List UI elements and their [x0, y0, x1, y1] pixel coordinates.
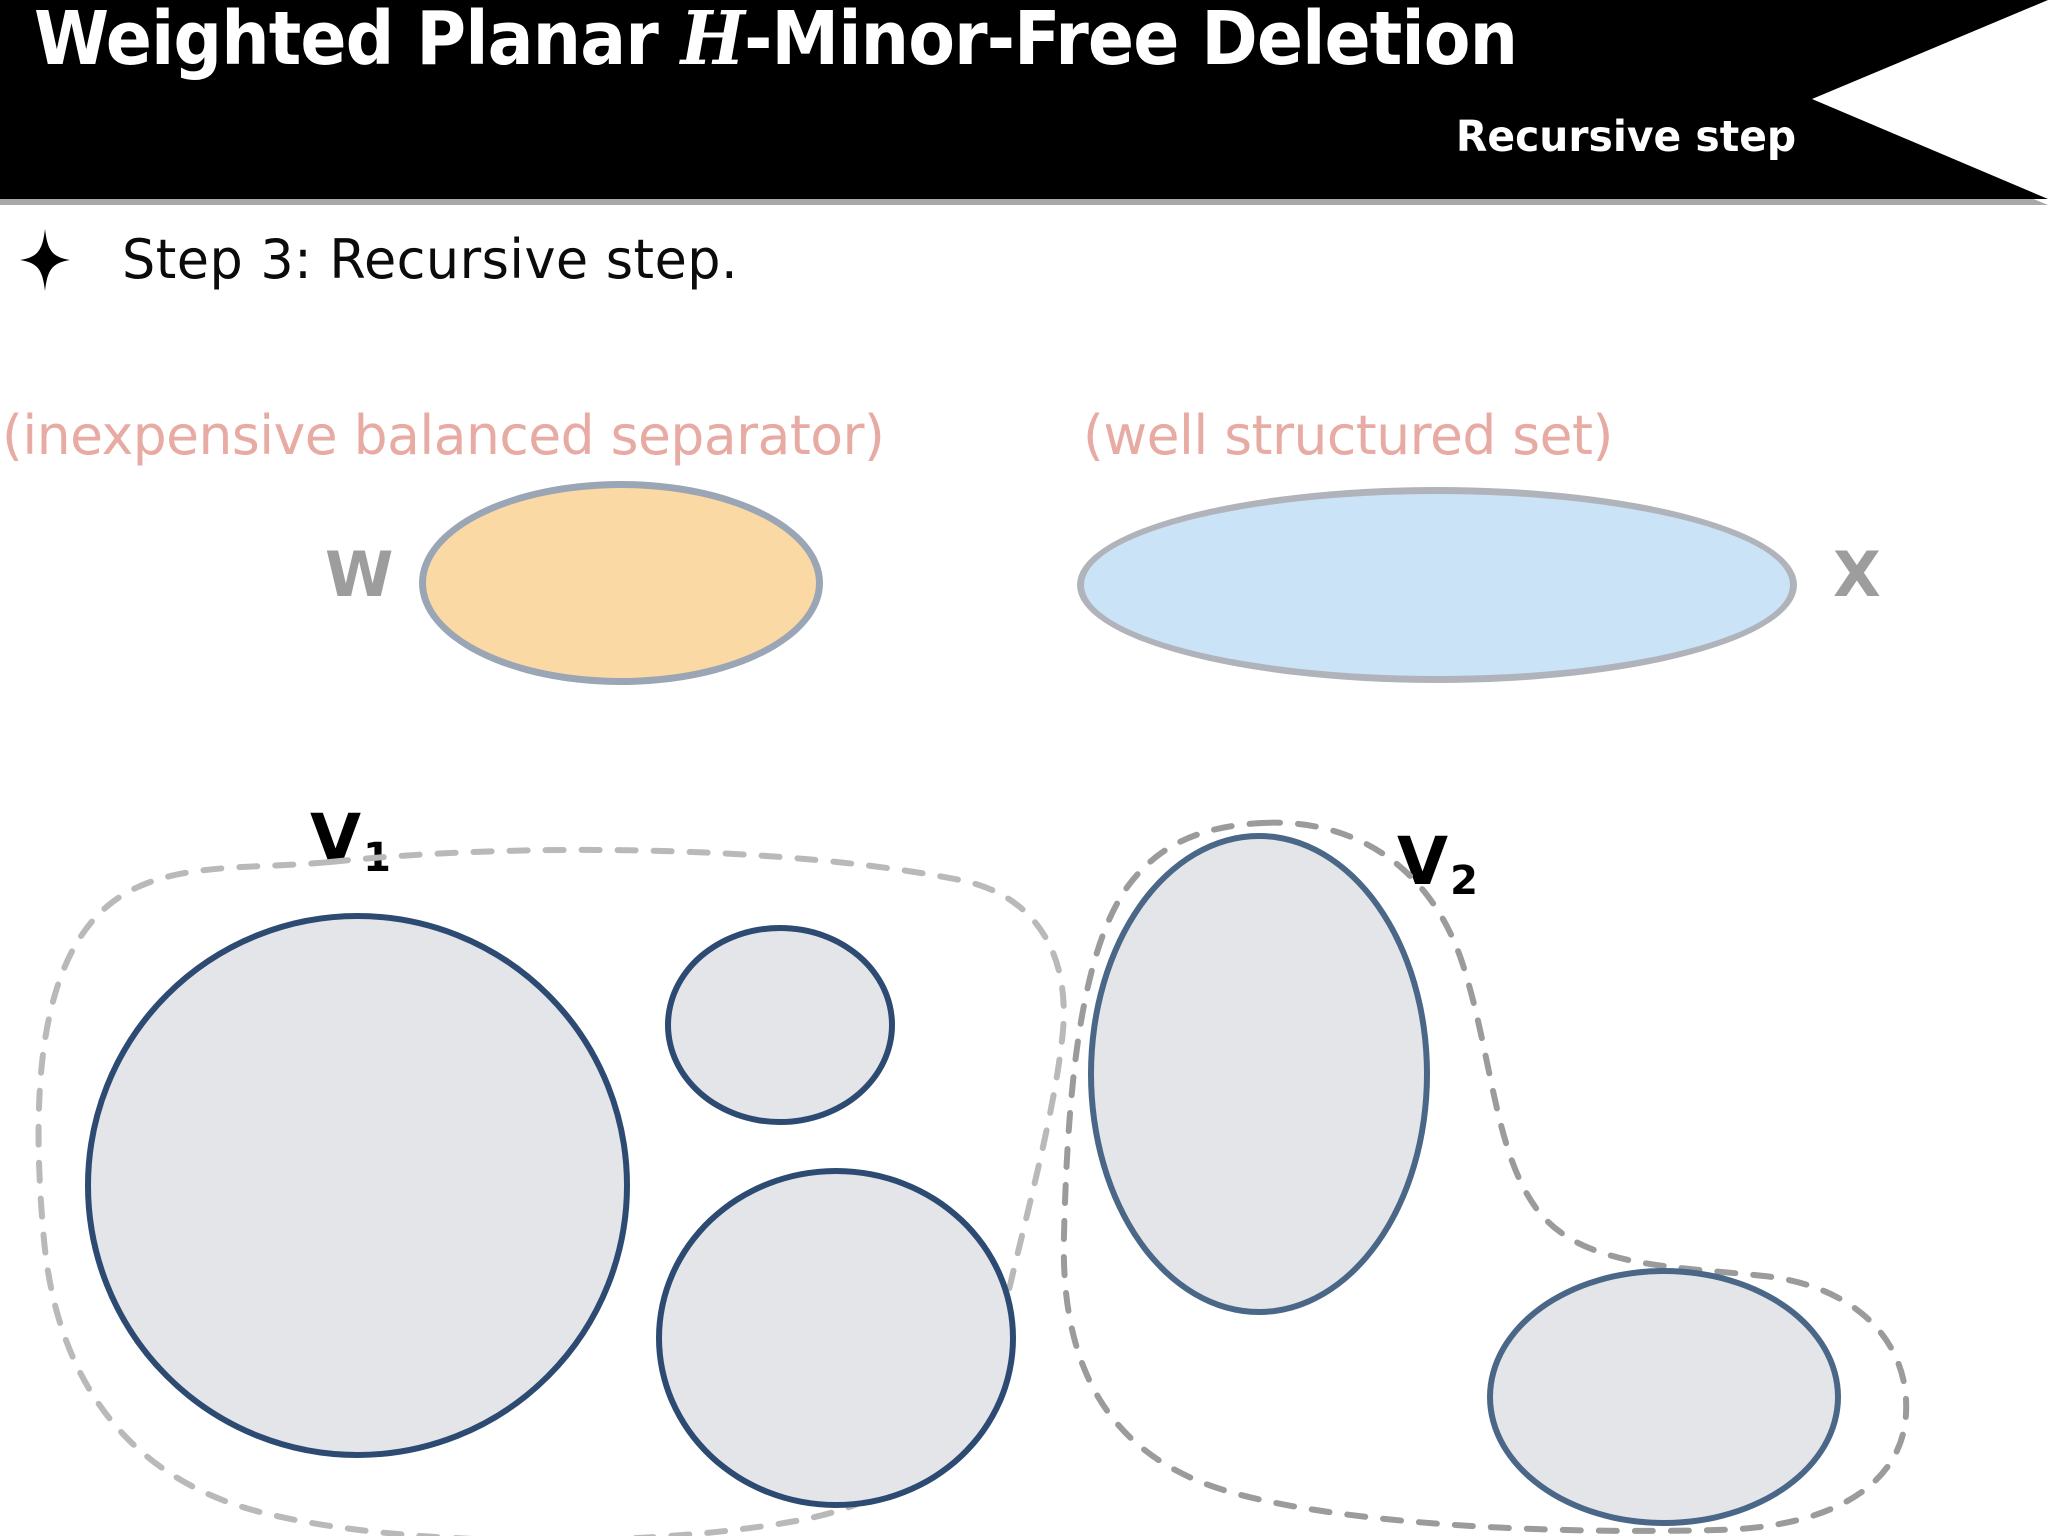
structured-set-ellipse-x: [1077, 487, 1797, 683]
banner-subtitle: Recursive step: [1455, 112, 1796, 162]
caption-structured-set: (well structured set): [1083, 404, 1613, 467]
four-pointed-star-icon: [20, 228, 70, 291]
partition-label-v2-base: V: [1397, 823, 1449, 900]
partition-label-v2: V2: [1397, 823, 1478, 904]
partition-label-v1-sub: 1: [363, 835, 391, 881]
partition-label-v1-base: V: [310, 800, 362, 877]
step-label: Step 3: Recursive step.: [122, 228, 739, 291]
banner-background: [0, 0, 2048, 199]
partition-label-v1: V1: [310, 800, 391, 881]
separator-set-ellipse-w: [419, 481, 823, 685]
page-title-suffix: -Minor-Free Deletion: [744, 0, 1518, 82]
page-title: Weighted Planar H-Minor-Free Deletion: [34, 0, 1518, 82]
component-ellipse: [1487, 1268, 1841, 1526]
component-ellipse: [665, 925, 895, 1125]
component-ellipse: [656, 1168, 1016, 1508]
step-bullet-line: Step 3: Recursive step.: [20, 228, 757, 291]
component-ellipse: [1088, 833, 1430, 1315]
set-label-w: W: [325, 538, 394, 611]
title-banner: Weighted Planar H-Minor-Free Deletion Re…: [0, 0, 2048, 208]
page-title-prefix: Weighted Planar: [34, 0, 681, 82]
set-label-x: X: [1833, 538, 1881, 611]
page-title-h-symbol: H: [680, 0, 745, 82]
caption-separator: (inexpensive balanced separator): [2, 404, 885, 467]
partition-label-v2-sub: 2: [1450, 858, 1478, 904]
component-ellipse: [85, 913, 630, 1458]
